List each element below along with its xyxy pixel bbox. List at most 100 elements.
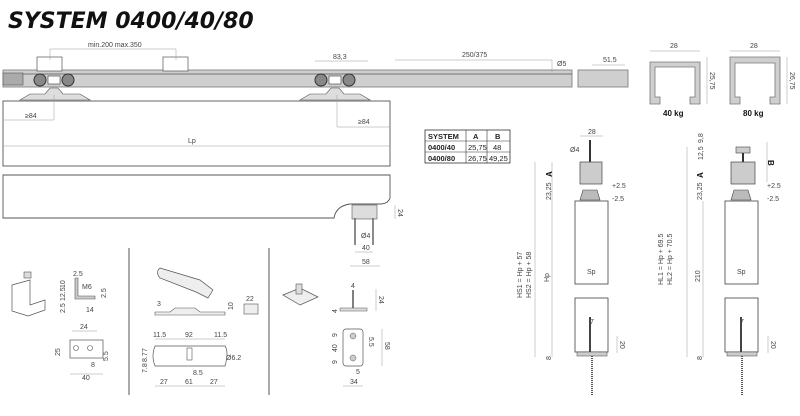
table-header: SYSTEM [428, 132, 459, 141]
table-header: A [473, 132, 479, 141]
dim: 4 [332, 309, 339, 313]
dim: 2.5 [101, 288, 108, 298]
dim-guide-width: 7 [590, 319, 594, 326]
trolley-width-label: 83,3 [333, 54, 347, 61]
trolley [298, 73, 372, 101]
dim-hp: Hp [544, 273, 551, 282]
rail-assembly: min.200 max.350 83,3 250/375 Ø5 51.5 [2, 42, 629, 101]
adjust-plus: +2.5 [612, 183, 626, 190]
floor-guide: 4 4 24 9 40 9 5.5 58 5 34 [282, 283, 390, 387]
dim: 5 [356, 369, 360, 376]
adjust-minus: -2.5 [767, 196, 779, 203]
angle-bracket: 2.5 10 12.5 2.5 M6 2.5 14 24 25 5.5 8 40 [11, 271, 110, 382]
dim: 22 [246, 296, 254, 303]
end-stop [2, 72, 24, 86]
dim-bottom: 8 [546, 356, 553, 360]
dim: 8.7 [142, 352, 149, 362]
end-stop-label: 51.5 [603, 57, 617, 64]
screw-spacing-label: 40 [362, 245, 370, 252]
profile-height: 25,75 [708, 72, 715, 90]
dim: 11.5 [214, 332, 227, 339]
system-table: SYSTEM A B 0400/40 25,75 48 0400/80 26,7… [424, 129, 511, 164]
dim-width: 24 [80, 324, 88, 331]
rail-end-piece [577, 69, 629, 88]
table-cell: 48 [493, 143, 501, 152]
dim-b: B [766, 160, 775, 166]
dim: 14 [86, 307, 94, 314]
table-cell: 26,75 [468, 154, 487, 163]
dim: 8 [91, 362, 95, 369]
dim: 5.5 [103, 351, 110, 361]
dim-offset: 23,25 [546, 182, 553, 200]
min-offset-left: ≥84 [25, 113, 37, 120]
dim-total: 40 [82, 375, 90, 382]
door-top-view: ≥84 ≥84 Lp [2, 95, 391, 167]
dim-a: A [696, 172, 705, 178]
profile-width: 28 [670, 43, 678, 50]
dim: 27 [210, 379, 218, 386]
dim-sp: Sp [587, 269, 596, 276]
coupling-plate: 3 10 22 11.5 92 11.5 7 8.7 7.8 Ø6.2 8.5 … [142, 267, 259, 387]
dim: 5.5 [367, 337, 374, 347]
block-width-label: 58 [362, 259, 370, 266]
dim-guide-height: 20 [618, 341, 625, 349]
dim: 10 [60, 280, 67, 288]
dim: 40 [332, 344, 339, 352]
dim: 2.5 [73, 271, 83, 278]
dim-hole: Ø6.2 [226, 355, 241, 362]
dim: 3 [157, 301, 161, 308]
dim-height: 24 [377, 296, 384, 304]
profile-40kg: 28 25,75 40 kg [649, 43, 715, 118]
dim: 7.8 [142, 363, 149, 373]
dim-offset: 23,25 [697, 182, 704, 200]
dim-length: 58 [383, 342, 390, 350]
hanger-long-section: 9,8 12,5 B A 23,25 +2.5 -2.5 HL1 = Hp + … [658, 133, 781, 395]
profile-load: 80 kg [743, 109, 764, 118]
dim-width: 34 [350, 379, 358, 386]
dim-rod-dia: Ø4 [570, 147, 579, 154]
dim: 11.5 [153, 332, 166, 339]
dim-top: 9,8 [698, 133, 705, 143]
profile-80kg: 28 26,75 80 kg [729, 43, 795, 118]
block-height-label: 24 [396, 209, 403, 217]
top-bracket [36, 56, 63, 72]
dim-bottom: 8 [697, 356, 704, 360]
screw-dia-label: Ø4 [361, 233, 370, 240]
door-side-view: 24 Ø4 40 58 [2, 174, 403, 267]
dim: 27 [160, 379, 168, 386]
dim-height: 25 [55, 348, 62, 356]
bracket-pitch-label: min.200 max.350 [88, 42, 142, 49]
adjust-minus: -2.5 [612, 196, 624, 203]
dim-mid: 12,5 [698, 146, 705, 160]
thread-label: M6 [82, 284, 92, 291]
hole-spacing-label: 250/375 [462, 52, 487, 59]
dim: 10 [228, 302, 235, 310]
dim: 7 [142, 348, 149, 352]
dim-sp: Sp [737, 269, 746, 276]
formula-hs2: HS2 = Hp + 58 [526, 252, 533, 298]
profile-width: 28 [750, 43, 758, 50]
top-bracket [162, 56, 189, 72]
dim: 2.5 [60, 303, 67, 313]
min-offset-right: ≥84 [358, 119, 370, 126]
trolley [18, 73, 92, 101]
dim: 9 [332, 333, 339, 337]
door-length-label: Lp [188, 138, 196, 145]
dim-guide-width: 7 [740, 319, 744, 326]
hanger-short-section: 28 Ø4 A 23,25 +2.5 -2.5 HS1 = Hp + 57 HS… [517, 129, 626, 395]
dim: 92 [185, 332, 193, 339]
dim-a: A [545, 171, 554, 177]
dim-height: 210 [695, 270, 702, 282]
table-cell: 49,25 [489, 154, 508, 163]
table-cell: 0400/80 [428, 154, 455, 163]
dim-width: 28 [588, 129, 596, 136]
dim: 9 [332, 360, 339, 364]
dim: 61 [185, 379, 193, 386]
dim-guide-height: 20 [769, 341, 776, 349]
formula-hl1: HL1 = Hp + 69.5 [658, 234, 665, 285]
profile-load: 40 kg [663, 109, 684, 118]
profile-height: 26,75 [788, 72, 795, 90]
dim: 12.5 [60, 287, 67, 301]
